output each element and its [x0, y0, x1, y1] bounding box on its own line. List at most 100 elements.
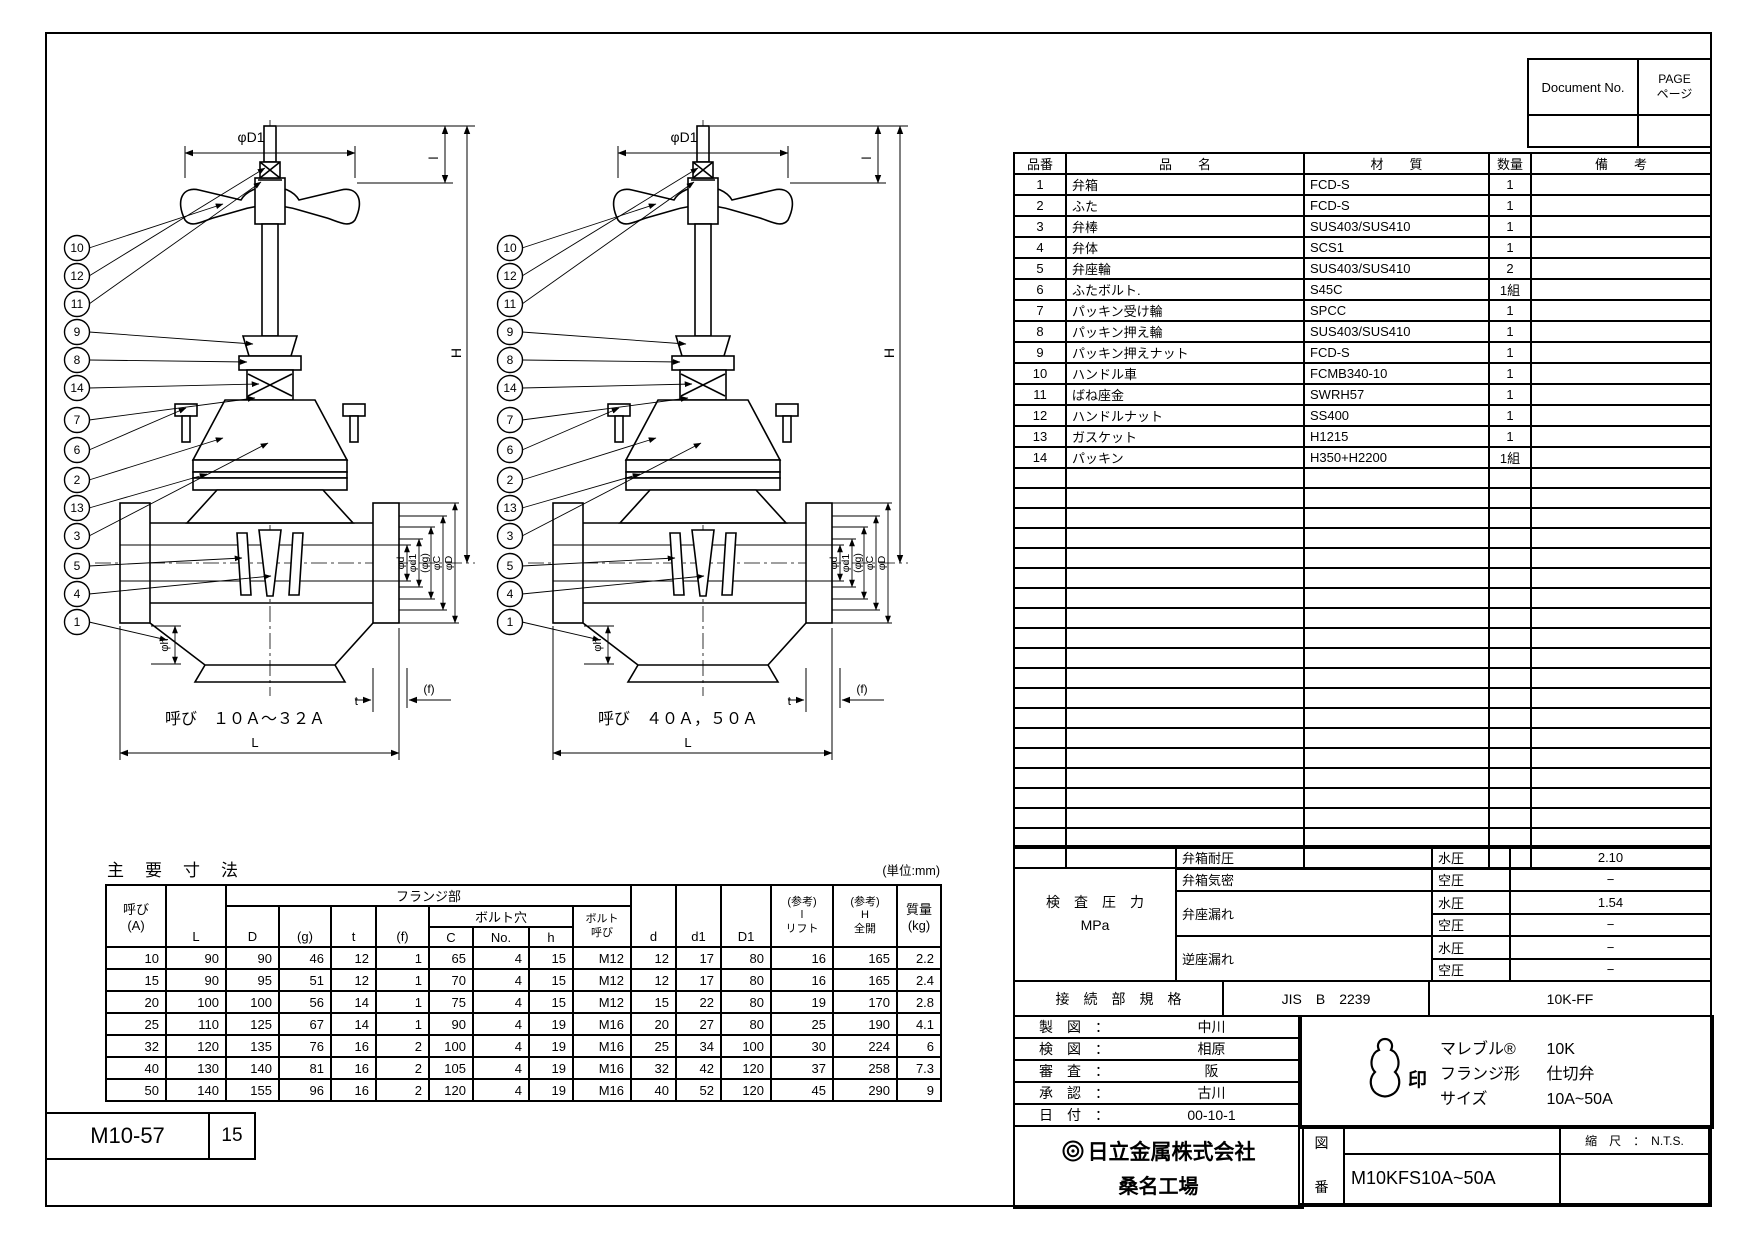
part-name: ふたボルト.	[1065, 278, 1305, 301]
dim-h-C: C	[428, 926, 474, 948]
dim-cell: 90	[165, 968, 227, 992]
company-logo-icon	[1062, 1140, 1083, 1161]
dim-cell: 16	[330, 1034, 377, 1058]
balloon-leader	[521, 396, 689, 421]
balloon-number: 14	[503, 381, 517, 395]
dim-cell: 2.2	[896, 946, 943, 970]
dim-cell: M12	[571, 968, 633, 992]
dim-h-bolt: ボルト呼び	[571, 905, 633, 948]
part-material: FCD-S	[1303, 194, 1490, 217]
approval-value: 相原	[1197, 1041, 1226, 1057]
approval-label: 審 査 ：	[1039, 1063, 1109, 1079]
dim-h-L: L	[165, 884, 227, 948]
dim-label: φD	[443, 555, 455, 570]
balloon-circle	[496, 318, 524, 346]
balloon-leader	[88, 359, 248, 365]
balloon-circle	[63, 552, 91, 580]
dim-cell: 155	[225, 1078, 280, 1102]
dim-cell: 15	[528, 946, 574, 970]
connection-label: 接 続 部 規 格	[1013, 980, 1224, 1017]
part-no: 13	[1013, 425, 1067, 448]
dim-cell: 52	[675, 1078, 723, 1102]
packing-hatch	[680, 373, 726, 397]
dimension-lines	[119, 125, 475, 760]
approval-value: 00-10-1	[1187, 1107, 1236, 1123]
packing-hatch	[247, 373, 293, 397]
pipe-flange-right	[805, 502, 833, 624]
balloon-number: 6	[507, 443, 514, 457]
dim-cell: 120	[720, 1056, 773, 1080]
body-neck	[618, 489, 788, 524]
dim-table-unit-note: (単位:mm)	[882, 864, 940, 878]
dim-label-t: t	[788, 694, 792, 708]
dim-cell: 56	[278, 990, 332, 1014]
dim-cell: 50	[105, 1078, 167, 1102]
parts-header-name: 品 名	[1065, 152, 1305, 175]
part-qty: 1	[1488, 320, 1532, 343]
balloon-number: 6	[74, 443, 81, 457]
dim-cell: 90	[428, 1012, 474, 1036]
part-qty: 1組	[1488, 278, 1532, 301]
balloon-number: 3	[74, 529, 81, 543]
dim-cell: 7.3	[896, 1056, 943, 1080]
parts-empty-row	[1013, 627, 1712, 649]
balloon-leader	[88, 473, 208, 509]
dim-cell: 2	[375, 1078, 430, 1102]
body-flange	[192, 477, 348, 491]
balloon-number: 2	[507, 473, 514, 487]
dim-label-phih: φh	[592, 638, 604, 651]
parts-row: 14 パッキン H350+H2200 1組	[1013, 446, 1712, 469]
part-remarks	[1530, 173, 1712, 196]
handwheel-hub	[254, 177, 286, 225]
parts-empty-row	[1013, 747, 1712, 769]
drawing-caption: 呼び １０Ａ～３２Ａ	[165, 710, 325, 728]
parts-row: 7 パッキン受け輪 SPCC 1	[1013, 299, 1712, 322]
balloon-number: 11	[71, 297, 84, 311]
dim-label: (φg)	[419, 553, 431, 573]
parts-empty-row	[1013, 707, 1712, 729]
dim-cell: 6	[896, 1034, 943, 1058]
parts-empty-row	[1013, 727, 1712, 749]
company-factory: 桑名工場	[1118, 1175, 1199, 1198]
parts-header-qty: 数量	[1488, 152, 1532, 175]
balloon-circle	[63, 262, 91, 290]
balloon-leader	[88, 555, 243, 567]
scale-value: 縮 尺 ： N.T.S.	[1561, 1127, 1708, 1155]
part-remarks	[1530, 383, 1712, 406]
part-remarks	[1530, 194, 1712, 217]
approval-row: 日 付 ： 00-10-1	[1013, 1103, 1302, 1127]
balloon-circle	[63, 346, 91, 374]
dim-cell: M12	[571, 946, 633, 970]
dim-cell: 258	[832, 1056, 899, 1080]
parts-empty-row	[1013, 507, 1712, 529]
product-block: 印 マレブル® 10K フランジ形 仕切弁 サイズ 10A~50A	[1298, 1015, 1714, 1129]
dim-cell: M16	[571, 1056, 633, 1080]
dim-label: φd1	[840, 554, 852, 573]
balloon-circle	[496, 436, 524, 464]
part-no: 10	[1013, 362, 1067, 385]
part-name: 弁棒	[1065, 215, 1305, 238]
bonnet	[191, 399, 349, 461]
balloon-number: 3	[507, 529, 514, 543]
dim-h-nominal: 呼び	[122, 902, 149, 917]
dim-cell: 14	[330, 1012, 377, 1036]
dim-label-f: (f)	[856, 682, 867, 696]
inspection-type: 水圧	[1431, 845, 1511, 870]
dim-label-H: H	[881, 348, 897, 358]
balloon-leader	[521, 359, 681, 365]
dim-cell: 16	[330, 1078, 377, 1102]
dim-label-phiD1: φD1	[238, 129, 265, 145]
seat-ring	[669, 532, 685, 596]
balloon-number: 12	[503, 269, 517, 283]
dim-cell: 2.8	[896, 990, 943, 1014]
balloon-leader	[88, 331, 254, 347]
balloon-leader	[521, 442, 702, 537]
dim-cell: 1	[375, 1012, 430, 1036]
dim-cell: 65	[428, 946, 474, 970]
dim-cell: 1	[375, 946, 430, 970]
parts-header-material: 材 質	[1303, 152, 1490, 175]
